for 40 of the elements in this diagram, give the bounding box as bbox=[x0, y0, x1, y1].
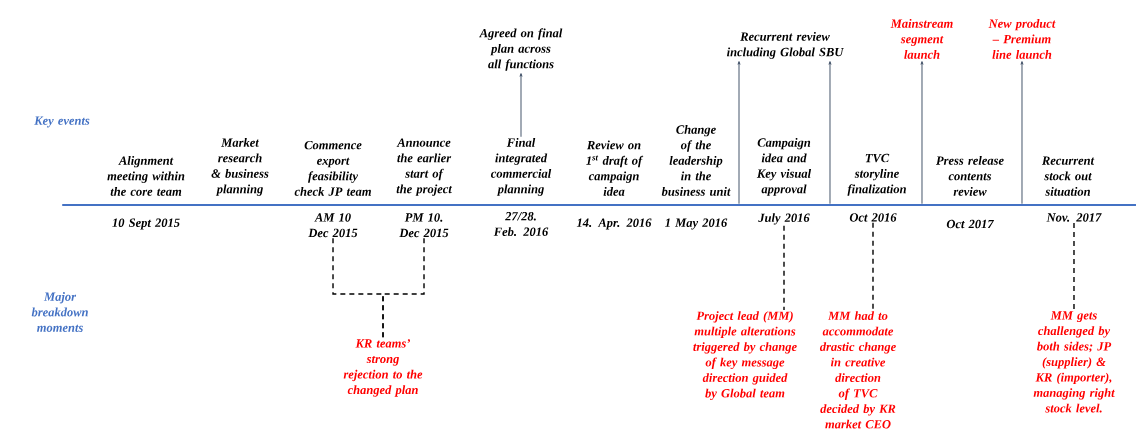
breakdown-note: KR teams’ strong rejection to the changed plan bbox=[343, 339, 423, 397]
launch-note: New product – Premium line launch bbox=[988, 19, 1056, 59]
event-text: Review on 1$^{st}$ draft of campaign idea bbox=[586, 140, 644, 196]
event-text: Commence export feasibility check JP team bbox=[294, 140, 371, 196]
event-text: Final integrated commercial planning bbox=[491, 137, 552, 196]
connector bbox=[737, 61, 741, 205]
breakdown-note: MM had to accommodate drastic change in creative direction of TVC decided by KR market CEO bbox=[819, 311, 896, 429]
date-text: July 2016 bbox=[758, 213, 810, 225]
connector bbox=[920, 61, 924, 205]
event-text: Press release contents review bbox=[936, 156, 1004, 196]
date-text: Nov. 2017 bbox=[1046, 213, 1102, 222]
date-text: PM 10. Dec 2015 bbox=[399, 213, 449, 238]
event-text: TVC storyline finalization bbox=[847, 153, 906, 196]
connector bbox=[1073, 222, 1075, 311]
event-text: Change of the leadership in the business unit bbox=[661, 125, 731, 196]
event-text: Campaign idea and Key visual approval bbox=[756, 137, 812, 196]
date-text: 14. Apr. 2016 bbox=[576, 218, 652, 230]
date-text: 1 May 2016 bbox=[665, 218, 728, 230]
connector bbox=[783, 225, 785, 311]
timeline-bar bbox=[62, 203, 1136, 207]
row-heading: Major breakdown moments bbox=[31, 292, 88, 332]
event-text: Recurrent stock out situation bbox=[1041, 156, 1095, 196]
event-note: Agreed on final plan across all functions bbox=[479, 28, 563, 71]
event-text: Market research & business planning bbox=[211, 137, 269, 196]
launch-note: Mainstream segment launch bbox=[890, 19, 953, 59]
connector bbox=[872, 222, 874, 311]
date-text: Oct 2016 bbox=[849, 213, 897, 222]
connector bbox=[519, 73, 523, 138]
breakdown-note: Project lead (MM) multiple alterations triggered by change of key message direction guided by Global team bbox=[693, 311, 797, 401]
event-text: Alignment meeting within the core team bbox=[107, 156, 185, 196]
connector bbox=[1020, 61, 1024, 205]
date-text: Oct 2017 bbox=[946, 219, 994, 229]
connector bbox=[382, 237, 425, 339]
connector bbox=[828, 61, 832, 205]
date-text: 10 Sept 2015 bbox=[112, 218, 180, 230]
event-note: Recurrent review including Global SBU bbox=[726, 31, 844, 59]
row-heading: Key events bbox=[34, 116, 90, 128]
date-text: AM 10 Dec 2015 bbox=[308, 213, 358, 238]
breakdown-note: MM gets challenged by both sides; JP (supplier) & KR (importer), managing right stock level. bbox=[1033, 311, 1115, 413]
event-text: Announce the earlier start of the project bbox=[396, 138, 453, 196]
